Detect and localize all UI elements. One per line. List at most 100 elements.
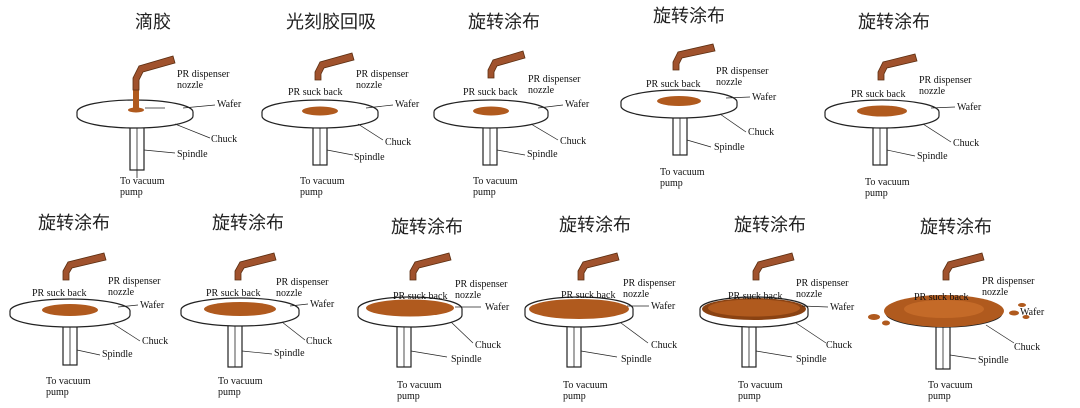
nozzle-label-2: nozzle [276, 288, 303, 299]
vacuum-label: To vacuum [218, 376, 263, 387]
step-title: 旋转涂布 [468, 12, 540, 33]
spin-coater-diagram [9, 252, 141, 366]
nozzle-label-2: nozzle [796, 289, 823, 300]
nozzle-label-2: nozzle [356, 80, 383, 91]
vacuum-label: To vacuum [300, 176, 345, 187]
step-panel-spin-1: 旋转涂布 PR suck back PR dispenser nozzle Wa… [433, 0, 633, 200]
spindle-label: Spindle [527, 149, 558, 160]
nozzle-label: PR dispenser [528, 74, 581, 85]
spin-coater-diagram [524, 252, 649, 368]
step-title: 光刻胶回吸 [286, 12, 376, 33]
chuck-label: Chuck [826, 340, 853, 351]
nozzle-label: PR dispenser [455, 279, 508, 290]
suck-back-label: PR suck back [288, 87, 343, 98]
vacuum-label: To vacuum [46, 376, 91, 387]
step-panel-spin-9: 旋转涂布 PR suck back PR dispenser nozzle Wa… [866, 205, 1066, 405]
vacuum-label: To vacuum [660, 167, 705, 178]
wafer-label: Wafer [217, 99, 242, 110]
chuck-label: Chuck [306, 336, 333, 347]
chuck-label: Chuck [1014, 342, 1041, 353]
wafer-label: Wafer [957, 102, 982, 113]
suck-back-label: PR suck back [914, 292, 969, 303]
step-panel-spin-6: 旋转涂布 PR suck back PR dispenser nozzle Wa… [355, 205, 555, 405]
step-panel-spin-3: 旋转涂布 PR suck back PR dispenser nozzle Wa… [823, 0, 1023, 200]
vacuum-label-2: pump [473, 187, 496, 198]
resist-puddle [128, 107, 144, 113]
vacuum-label: To vacuum [473, 176, 518, 187]
suck-back-label: PR suck back [393, 291, 448, 302]
vacuum-label: To vacuum [928, 380, 973, 391]
nozzle-label: PR dispenser [356, 69, 409, 80]
wafer-label: Wafer [651, 301, 676, 312]
nozzle-label: PR dispenser [919, 75, 972, 86]
step-panel-spin-2: 旋转涂布 PR suck back PR dispenser nozzle Wa… [618, 0, 818, 200]
spin-coater-diagram [433, 50, 564, 166]
step-title: 旋转涂布 [212, 213, 284, 234]
step-title: 旋转涂布 [559, 215, 631, 236]
spindle-label: Spindle [978, 355, 1009, 366]
spindle-label: Spindle [796, 354, 827, 365]
step-title: 旋转涂布 [38, 213, 110, 234]
nozzle-label-2: nozzle [623, 289, 650, 300]
nozzle-label-2: nozzle [108, 287, 135, 298]
resist-stream [133, 85, 139, 110]
step-panel-dispense: 滴胶 PR dispenser nozzle Wafer Chuck Spind… [75, 0, 275, 200]
wafer-label: Wafer [140, 300, 165, 311]
spin-coater-diagram [824, 53, 956, 166]
vacuum-label-2: pump [738, 391, 761, 402]
spin-coater-diagram [868, 252, 1030, 370]
wafer-label: Wafer [395, 99, 420, 110]
vacuum-label-2: pump [865, 188, 888, 199]
nozzle-label-2: nozzle [528, 85, 555, 96]
spin-coater-diagram [180, 252, 309, 368]
nozzle-label-2: nozzle [919, 86, 946, 97]
vacuum-label-2: pump [300, 187, 323, 198]
spin-coater-diagram [76, 55, 216, 178]
resist-puddle [302, 106, 338, 116]
vacuum-label: To vacuum [738, 380, 783, 391]
wafer-label: Wafer [1020, 307, 1045, 318]
spindle-label: Spindle [274, 348, 305, 359]
step-title: 旋转涂布 [653, 6, 725, 27]
wafer-label: Wafer [565, 99, 590, 110]
step-panel-spin-8: 旋转涂布 PR suck back PR dispenser nozzle Wa… [698, 205, 898, 405]
spindle-label: Spindle [451, 354, 482, 365]
spindle-label: Spindle [354, 152, 385, 163]
nozzle-label: PR dispenser [796, 278, 849, 289]
spin-coater-diagram [620, 43, 751, 156]
spin-coater-diagram [261, 52, 394, 166]
vacuum-label-2: pump [563, 391, 586, 402]
nozzle-label: PR dispenser [276, 277, 329, 288]
spindle-label: Spindle [102, 349, 133, 360]
nozzle-label: PR dispenser [177, 69, 230, 80]
nozzle-label-2: nozzle [177, 80, 204, 91]
suck-back-label: PR suck back [32, 288, 87, 299]
chuck-label: Chuck [475, 340, 502, 351]
step-panel-spin-5: 旋转涂布 PR suck back PR dispenser nozzle Wa… [180, 205, 380, 405]
wafer-label: Wafer [485, 302, 510, 313]
vacuum-label-2: pump [120, 187, 143, 198]
spindle-label: Spindle [714, 142, 745, 153]
suck-back-label: PR suck back [206, 288, 261, 299]
suck-back-label: PR suck back [851, 89, 906, 100]
step-title: 旋转涂布 [920, 217, 992, 238]
vacuum-label: To vacuum [865, 177, 910, 188]
vacuum-label-2: pump [660, 178, 683, 189]
vacuum-label-2: pump [218, 387, 241, 398]
suck-back-label: PR suck back [463, 87, 518, 98]
step-panel-spin-4: 旋转涂布 PR suck back PR dispenser nozzle Wa… [8, 205, 208, 405]
vacuum-label: To vacuum [397, 380, 442, 391]
nozzle-label: PR dispenser [982, 276, 1035, 287]
vacuum-label-2: pump [397, 391, 420, 402]
spin-coater-diagram [357, 252, 481, 368]
vacuum-label: To vacuum [563, 380, 608, 391]
step-title: 旋转涂布 [858, 12, 930, 33]
chuck-label: Chuck [748, 127, 775, 138]
dispenser-nozzle [132, 55, 176, 91]
resist-droplet [1009, 310, 1019, 316]
chuck-rim [76, 112, 194, 129]
chuck-label: Chuck [142, 336, 169, 347]
resist-droplet [868, 314, 880, 320]
nozzle-label: PR dispenser [623, 278, 676, 289]
chuck-label: Chuck [953, 138, 980, 149]
